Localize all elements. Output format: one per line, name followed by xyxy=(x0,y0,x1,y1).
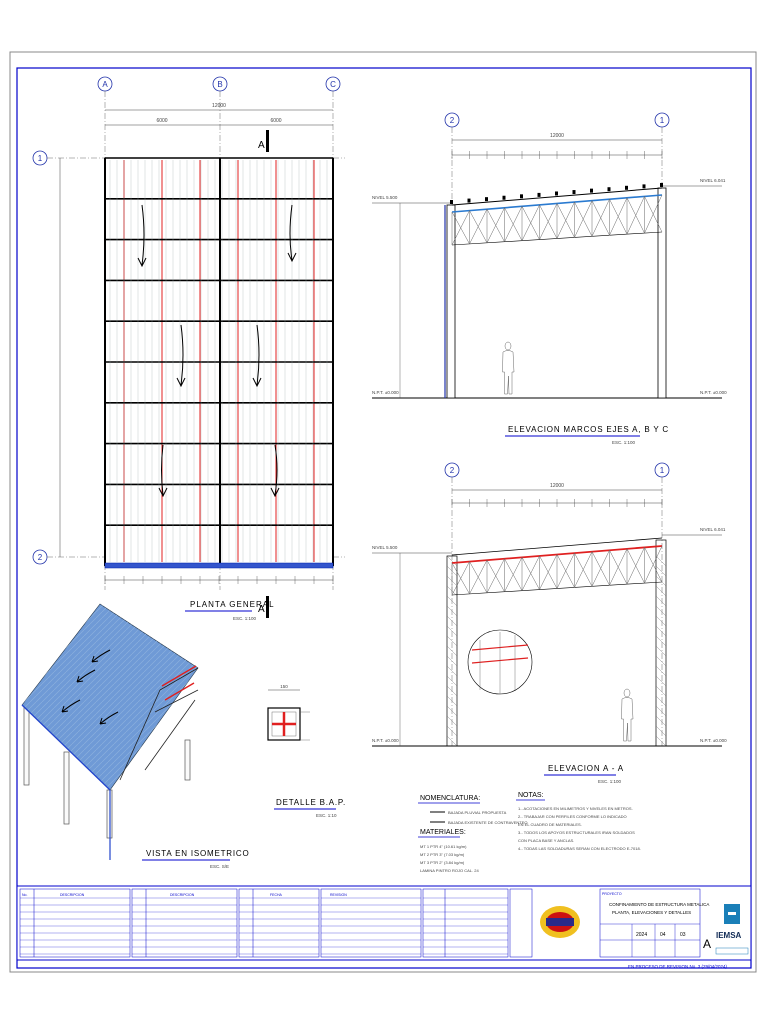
note-3: EN EL CUADRO DE MATERIALES. xyxy=(518,822,582,827)
note-1: 1.- ACOTACIONES EN MILIMETROS Y NIVELES … xyxy=(518,806,633,811)
axis-1-label: 1 xyxy=(38,154,43,163)
elev1-axis-2: 2 xyxy=(450,116,455,125)
nomenclature-item-2: BAJADA EXISTENTE DE CONTRAVENTEO xyxy=(448,820,528,825)
plan-scale: ESC. 1:100 xyxy=(233,616,257,621)
material-1: MT 1 PTR 4" (10.61 kg/m) xyxy=(420,844,467,849)
elev2-level-right: NIVEL 6.041 xyxy=(700,527,726,532)
plan-dim-half-1: 6000 xyxy=(156,118,167,124)
elev1-npt-right: N.P.T. ±0.000 xyxy=(700,390,727,395)
nomenclature-title: NOMENCLATURA: xyxy=(420,795,480,802)
tb-month: 04 xyxy=(660,932,666,938)
plan-dim-total: 12000 xyxy=(212,103,226,109)
tb-project-line-1: CONFINAMIENTO DE ESTRUCTURA METALICA xyxy=(609,902,709,907)
elev2-npt-right: N.P.T. ±0.000 xyxy=(700,738,727,743)
tb-sheet: 03 xyxy=(680,932,686,938)
elev1-scale: ESC. 1:100 xyxy=(612,440,636,445)
tb-revision-label: REVISION xyxy=(330,893,347,897)
tb-fecha-label: FECHA xyxy=(270,893,283,897)
notes-title: NOTAS: xyxy=(518,792,544,799)
note-4: 3.- TODOS LOS APOYOS ESTRUCTURALES IRAN … xyxy=(518,830,635,835)
elev1-dim-total: 12000 xyxy=(550,133,564,139)
brand-text: IEMSA xyxy=(716,931,742,940)
detail-scale: ESC. 1:10 xyxy=(316,813,337,818)
tb-no-label: No. xyxy=(22,893,27,897)
detail-dim: 150 xyxy=(280,684,288,689)
plan-dim-half-2: 6000 xyxy=(270,118,281,124)
drawing-border xyxy=(16,67,752,969)
note-6: 4.- TODAS LAS SOLDADURAS SERAN CON ELECT… xyxy=(518,846,641,851)
tb-project-line-2: PLANTA, ELEVACIONES Y DETALLES xyxy=(612,910,691,915)
tb-proyecto-label: PROYECTO xyxy=(602,892,622,896)
tb-desc-label-2: DESCRIPCION xyxy=(170,893,195,897)
plan-view: A B C 1 2 12000 6000 6000 A A xyxy=(32,76,345,621)
note-2: 2.- TRABAJAR CON PERFILES CONFORME LO IN… xyxy=(518,814,627,819)
material-2: MT 2 PTR 3" (7.03 kg/m) xyxy=(420,852,465,857)
elevation-frames: 2 1 12000 NIVEL 5.500 NIVEL 6.041 N.P.T.… xyxy=(372,112,727,445)
plan-title: PLANTA GENERAL xyxy=(190,600,275,609)
note-5: CON PLACA BASE Y ANCLAS. xyxy=(518,838,574,843)
material-4: LAMINA PINTRO ROJO CAL. 24 xyxy=(420,868,479,873)
client-logo xyxy=(540,906,580,938)
axis-b-label: B xyxy=(217,80,222,89)
elev2-npt-left: N.P.T. ±0.000 xyxy=(372,738,399,743)
elev2-axis-2: 2 xyxy=(450,466,455,475)
tb-footer: EN PROCESO DE REVISION No. 3 (29/04/2024… xyxy=(628,964,728,969)
elev2-title: ELEVACION A - A xyxy=(548,764,624,773)
elev1-level-right: NIVEL 6.041 xyxy=(700,178,726,183)
elev2-dim-total: 12000 xyxy=(550,483,564,489)
legend-block: NOMENCLATURA: BAJADA PLUVIAL PROPUESTA B… xyxy=(418,792,641,873)
isometric-view: VISTA EN ISOMETRICO ESC. S/E xyxy=(21,603,250,869)
title-block: No. DESCRIPCION DESCRIPCION FECHA REVISI… xyxy=(16,885,752,969)
tb-rev: A xyxy=(703,937,711,951)
elev1-npt-left: N.P.T. ±0.000 xyxy=(372,390,399,395)
tb-desc-label: DESCRIPCION xyxy=(60,893,85,897)
iso-title: VISTA EN ISOMETRICO xyxy=(146,849,250,858)
iso-scale: ESC. S/E xyxy=(210,864,229,869)
elev2-axis-1: 1 xyxy=(660,466,665,475)
section-mark-bottom: A xyxy=(258,604,265,615)
nomenclature-item-1: BAJADA PLUVIAL PROPUESTA xyxy=(448,810,507,815)
elev2-scale: ESC. 1:100 xyxy=(598,779,622,784)
elev1-title: ELEVACION MARCOS EJES A, B Y C xyxy=(508,425,669,434)
material-3: MT 3 PTR 2" (3.84 kg/m) xyxy=(420,860,465,865)
tb-year: 2024 xyxy=(636,932,647,938)
elev1-level-left: NIVEL 5.500 xyxy=(372,195,398,200)
axis-c-label: C xyxy=(330,80,336,89)
axis-2-label: 2 xyxy=(38,553,43,562)
elev1-axis-1: 1 xyxy=(660,116,665,125)
detail-bap: 150 DETALLE B.A.P. ESC. 1:10 xyxy=(267,684,346,818)
detail-title: DETALLE B.A.P. xyxy=(276,798,346,807)
brand-logo: IEMSA xyxy=(715,904,749,955)
elevation-section-a: 2 1 12000 NIVEL 5.500 NIVEL 6.041 N.P.T.… xyxy=(372,462,727,784)
materials-title: MATERIALES: xyxy=(420,829,466,836)
elev2-level-left: NIVEL 5.500 xyxy=(372,545,398,550)
section-mark-top: A xyxy=(258,140,265,151)
axis-a-label: A xyxy=(102,80,108,89)
